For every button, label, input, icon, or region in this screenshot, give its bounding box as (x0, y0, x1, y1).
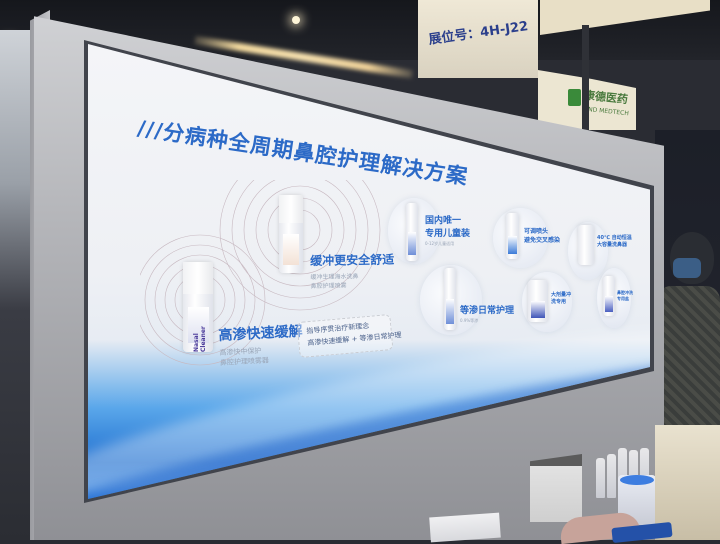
person-body (657, 286, 720, 432)
feature-adjustable: 可调喷头 避免交叉感染 (524, 226, 560, 244)
feature-title: 等渗日常护理 (460, 306, 515, 316)
support-pole (582, 25, 589, 135)
feature-title: 高渗快速缓解 (218, 323, 303, 344)
feature-title: 国内唯一 (425, 216, 462, 226)
bottle-label (187, 307, 209, 343)
product-thermo-irrigator (578, 225, 594, 265)
stacked-product-boxes (655, 425, 720, 540)
feature-subtitle: 0.9%等渗 (460, 318, 479, 323)
sample-bottle (640, 448, 649, 494)
feature-title: 大容量洗鼻器 (597, 242, 628, 248)
product-buffered-spray (279, 195, 303, 273)
feature-title: 鼻腔冲洗 (617, 290, 633, 295)
feature-irrigator: 40℃ 自动恒温 大容量洗鼻器 (597, 234, 632, 248)
sample-bottle (607, 454, 616, 498)
brand-logo-icon (568, 89, 581, 106)
visitor-person (655, 232, 720, 432)
product-children-spray (406, 203, 418, 261)
product-rinse-salt (603, 276, 615, 316)
feature-large-dose: 大剂量冲 洗专用 (551, 291, 571, 305)
feature-title: 40℃ 自动恒温 (597, 235, 632, 241)
feature-title: 洗专用 (551, 299, 567, 305)
ceiling-spotlight (292, 16, 300, 24)
bottle-label (604, 296, 614, 312)
bottle-label (531, 301, 545, 318)
feature-isotonic: 等渗日常护理 0.9%等渗 (460, 303, 514, 324)
face-mask (673, 258, 701, 278)
feature-subtitle: 鼻腔护理喷雾 (310, 282, 347, 290)
feature-salt: 鼻腔冲洗 专用盐 (617, 290, 633, 302)
feature-hypertonic: 高渗快速缓解 高渗快中保护 鼻腔护理喷雾器 (218, 321, 304, 368)
product-large-dose-kit (528, 280, 548, 322)
product-brand: Nasal Cleaner (193, 326, 207, 352)
feature-title: 避免交叉感染 (524, 237, 561, 244)
bottle-label (407, 232, 417, 256)
leaflet-stack (429, 512, 501, 543)
sample-bottles (596, 448, 656, 508)
bottle-label (282, 234, 300, 266)
bottle-label (445, 299, 455, 324)
feature-title: 专用盐 (617, 296, 629, 301)
bottle-cap (183, 262, 213, 295)
feature-title: 缓冲更安全舒适 (310, 252, 395, 268)
product-hypertonic-spray: Nasal Cleaner (183, 262, 213, 352)
feature-title: 专用儿童装 (425, 229, 471, 239)
product-bubble-adjustable (493, 208, 548, 268)
feature-subtitle: 0-12岁儿童适用 (425, 241, 455, 246)
feature-buffered: 缓冲更安全舒适 缓冲生理海水洗鼻 鼻腔护理喷雾 (310, 251, 395, 290)
open-display-box (530, 462, 582, 522)
booth-sign-panel (418, 0, 538, 78)
product-isotonic-spray (444, 268, 456, 330)
feature-children: 国内唯一 专用儿童装 0-12岁儿童适用 (425, 213, 470, 247)
sample-bottle (618, 448, 627, 496)
bottle-label (507, 236, 518, 255)
feature-title: 可调喷头 (524, 228, 549, 235)
bottle-cap (279, 195, 303, 224)
sample-bottle (596, 458, 605, 498)
feature-title: 大剂量冲 (551, 292, 572, 298)
sample-bottle (629, 450, 638, 496)
product-adjustable-nozzle (506, 213, 519, 259)
